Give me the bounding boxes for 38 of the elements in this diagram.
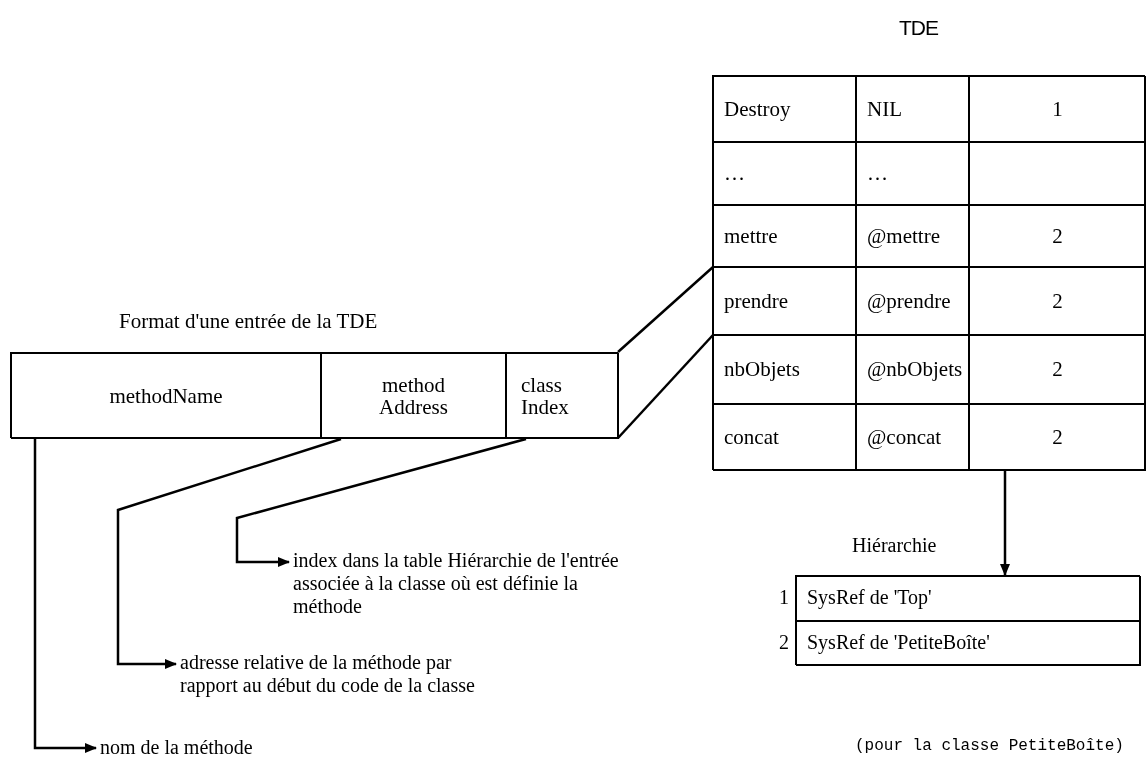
connector-line (617, 334, 714, 439)
format-title: Format d'une entrée de la TDE (119, 309, 378, 334)
table-cell: concat (713, 404, 856, 471)
table-cell: 2 (969, 404, 1146, 471)
row-text: SysRef de 'Top' (807, 586, 932, 609)
table-cell: prendre (713, 267, 856, 335)
leader-line (235, 437, 527, 567)
table-cell: @concat (856, 404, 969, 471)
field-cell: method Address (321, 353, 506, 439)
connector-line (617, 266, 714, 353)
table-cell: … (713, 142, 856, 205)
leader-line (33, 439, 97, 753)
table-cell: … (856, 142, 969, 205)
arrow (1000, 470, 1010, 576)
table-cell: 2 (969, 335, 1146, 404)
table-cell: @nbObjets (856, 335, 969, 404)
table-caption: (pour la classe PetiteBoîte) (855, 737, 1124, 755)
row-text: SysRef de 'PetiteBoîte' (807, 631, 990, 654)
row-number: 2 (779, 631, 789, 654)
description-text: index dans la table Hiérarchie de l'entrée associée à la classe où est définie la méthode (293, 549, 638, 624)
table-cell: NIL (856, 76, 969, 142)
row-number: 1 (779, 586, 789, 609)
table-cell: 2 (969, 267, 1146, 335)
table-cell: nbObjets (713, 335, 856, 404)
table-cell: Destroy (713, 76, 856, 142)
table-title: Hiérarchie (852, 534, 937, 557)
description-text: nom de la méthode (100, 736, 350, 762)
table-cell: 1 (969, 76, 1146, 142)
table-title: TDE (899, 16, 938, 40)
table-cell: @mettre (856, 205, 969, 267)
table-cell: @prendre (856, 267, 969, 335)
description-text: adresse relative de la méthode par rapport au début du code de la classe (180, 651, 490, 701)
table-cell (969, 142, 1146, 205)
table-cell: 2 (969, 205, 1146, 267)
leader-line (116, 437, 342, 669)
field-cell: class Index (506, 353, 619, 439)
table-cell: mettre (713, 205, 856, 267)
field-cell: methodName (11, 353, 321, 439)
